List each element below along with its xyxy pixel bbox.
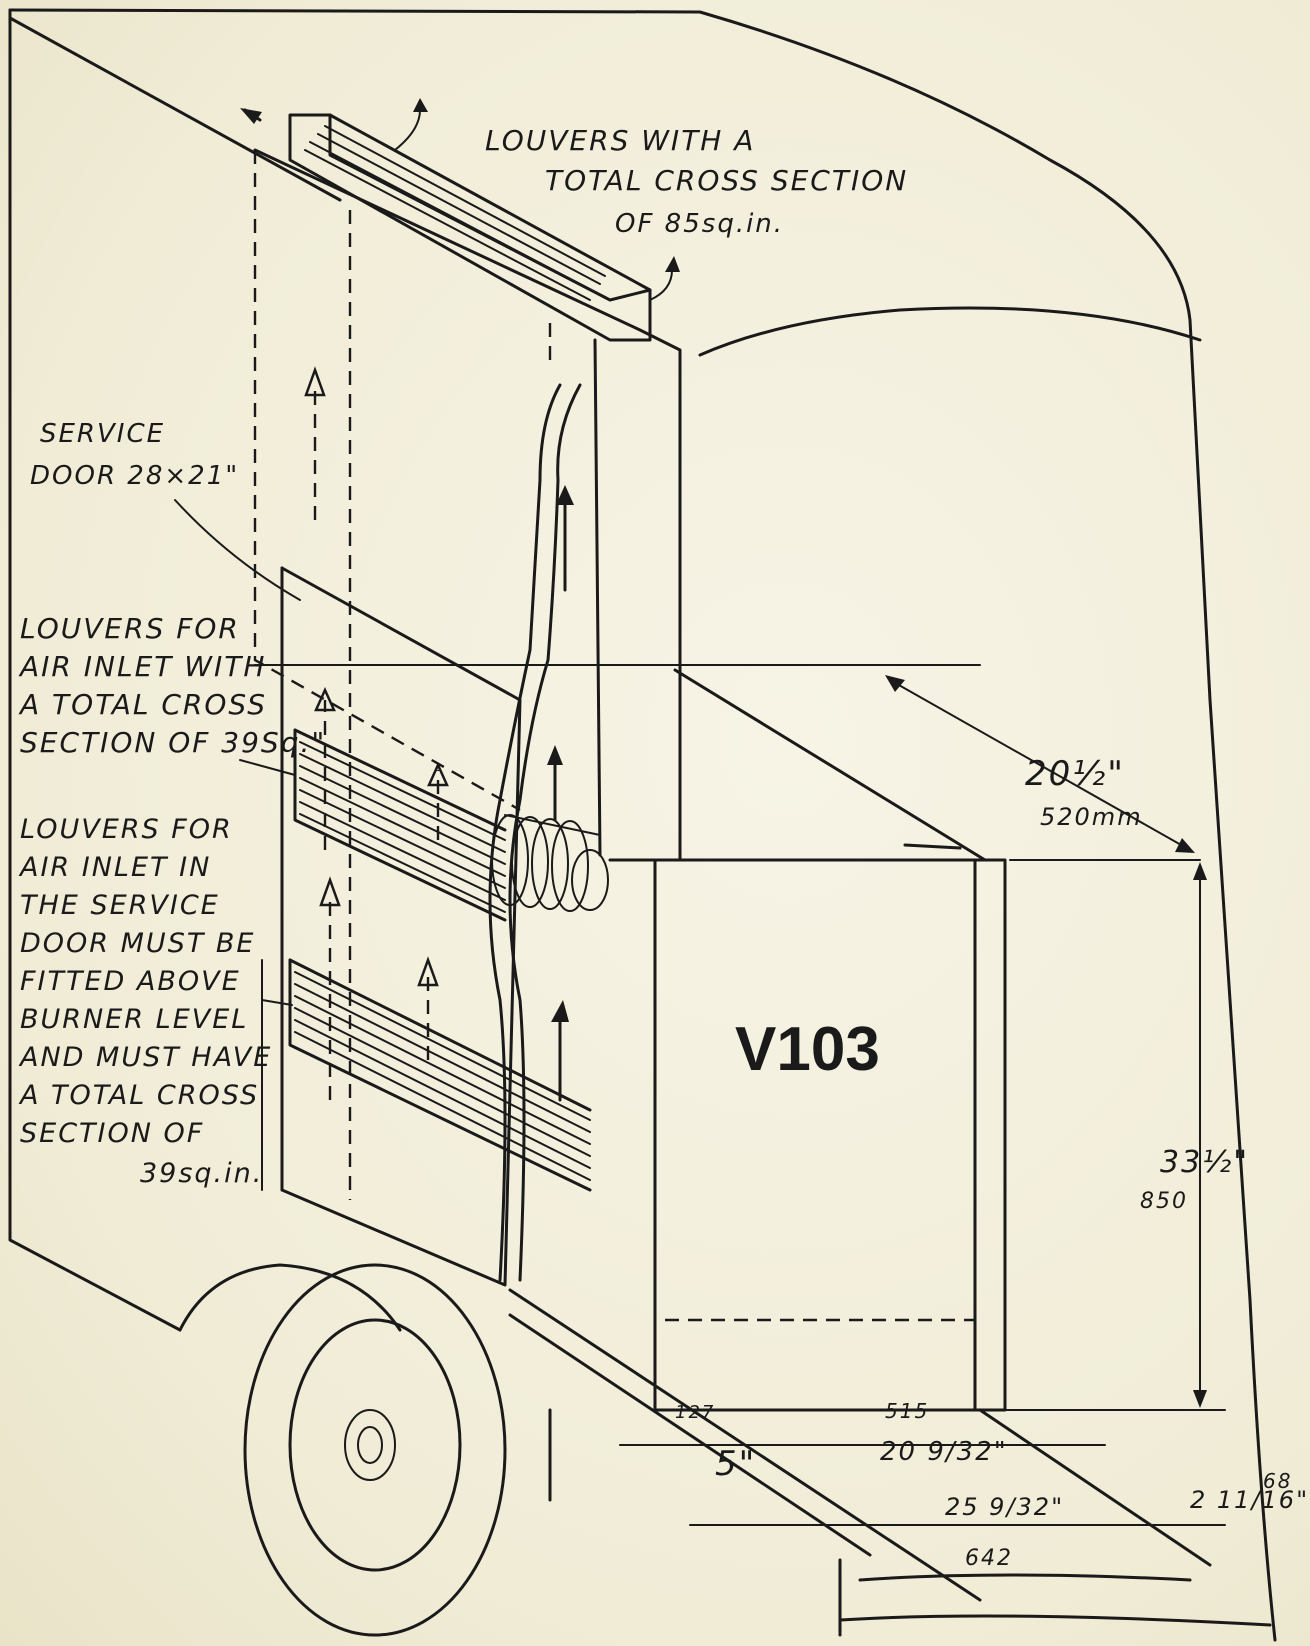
air-arrow-icon [551, 1000, 569, 1022]
roof-louvers-line-3: OF 85sq.in. [615, 209, 784, 239]
upper-louver-grille [293, 728, 507, 922]
d642-mm-label: 642 [965, 1546, 1013, 1571]
exhaust-arrow-icon [413, 98, 428, 112]
roof-louver-box [240, 98, 680, 342]
d515-mm-label: 515 [885, 1399, 929, 1423]
vehicle-body-outline [8, 8, 1277, 1642]
lower-louver-grille [288, 958, 592, 1192]
door-louvers-line-3: THE SERVICE [20, 890, 220, 921]
flue-pipe [488, 383, 582, 1282]
height-mm-label: 850 [1140, 1189, 1188, 1214]
door-louvers-line-5: FITTED ABOVE [20, 966, 241, 997]
condenser-coil [491, 814, 609, 912]
d5-inch-label: 5" [715, 1444, 756, 1484]
door-louvers-line-9: SECTION OF [20, 1118, 204, 1149]
dimension-lines [619, 675, 1226, 1526]
door-louvers-line-6: BURNER LEVEL [20, 1004, 248, 1035]
service-door [280, 566, 522, 1287]
door-louvers-line-1: LOUVERS FOR [20, 814, 233, 845]
air-arrow-icon [304, 366, 326, 397]
door-louvers-line-10: 39sq.in. [140, 1158, 263, 1189]
height-inch-label: 33½" [1160, 1145, 1249, 1180]
d68-inch-label: 2 11/16" [1190, 1486, 1309, 1514]
door-louvers-line-2: AIR INLET IN [18, 852, 211, 883]
exhaust-arrow-icon [240, 108, 262, 124]
label-service-door: SERVICE DOOR 28×21" [30, 419, 301, 601]
depth-inch-label: 20½" [1025, 754, 1125, 794]
d515-inch-label: 20 9/32" [880, 1437, 1008, 1467]
inlet-louvers-line-3: A TOTAL CROSS [18, 688, 267, 721]
label-roof-louvers: LOUVERS WITH A TOTAL CROSS SECTION OF 85… [485, 124, 908, 239]
air-arrow-icon [417, 956, 439, 987]
dimension-labels: 20½" 520mm 33½" 850 127 5" 515 20 9/32" … [675, 754, 1309, 1571]
label-inlet-louvers: LOUVERS FOR AIR INLET WITH A TOTAL CROSS… [18, 612, 326, 776]
roof-louvers-line-1: LOUVERS WITH A [485, 124, 755, 157]
air-arrow-icon [556, 485, 574, 505]
d68-mm-label: 68 [1263, 1469, 1292, 1493]
exhaust-arrow-icon [665, 256, 680, 272]
air-arrow-icon [314, 686, 336, 712]
refrigerator-box [608, 843, 1007, 1412]
inlet-louvers-line-2: AIR INLET WITH [18, 650, 266, 683]
depth-mm-label: 520mm [1040, 803, 1143, 831]
label-door-louvers: LOUVERS FOR AIR INLET IN THE SERVICE DOO… [18, 814, 293, 1191]
service-door-line-1: SERVICE [40, 419, 165, 449]
wheel [178, 1263, 507, 1637]
roof-louvers-line-2: TOTAL CROSS SECTION [545, 164, 908, 197]
air-arrow-icon [547, 745, 563, 765]
air-arrow-icon [319, 876, 341, 907]
door-louvers-line-4: DOOR MUST BE [20, 928, 256, 959]
cabinet-wall [253, 148, 987, 1200]
d642-inch-label: 25 9/32" [945, 1493, 1064, 1521]
inlet-louvers-line-1: LOUVERS FOR [20, 612, 240, 645]
floor-chassis [508, 1288, 1272, 1637]
air-arrow-icon [427, 761, 449, 787]
inlet-louvers-line-4: SECTION OF 39Sq." [20, 726, 326, 759]
door-louvers-line-7: AND MUST HAVE [18, 1042, 272, 1073]
d5-mm-label: 127 [675, 1402, 715, 1423]
service-door-line-2: DOOR 28×21" [30, 461, 239, 491]
door-louvers-line-8: A TOTAL CROSS [18, 1080, 259, 1111]
model-label: V103 [735, 1015, 880, 1084]
